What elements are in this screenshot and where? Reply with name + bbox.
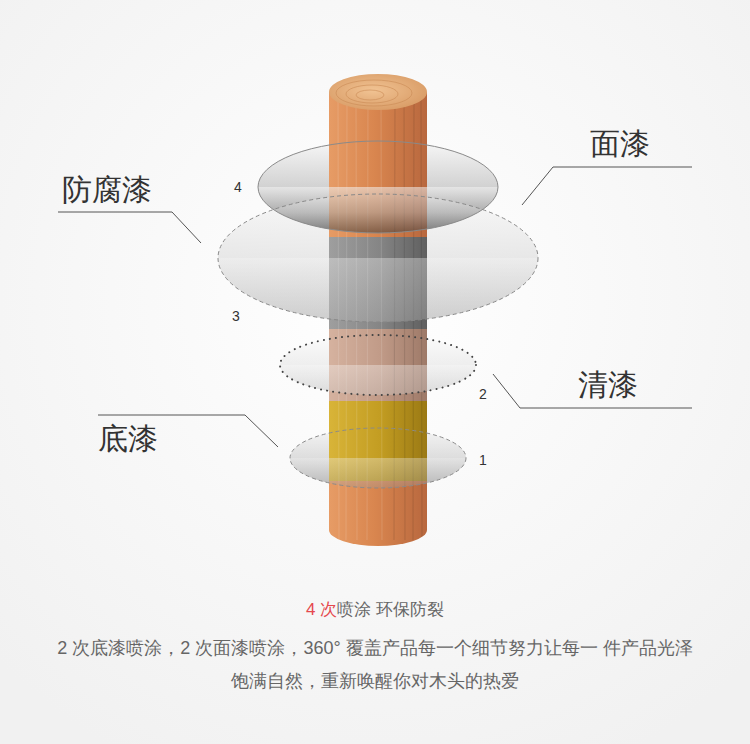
layer-name: 清漆	[578, 367, 638, 403]
caption: 2 次底漆喷涂，2 次面漆喷涂，360° 覆盖产品每一个细节努力让每一 件产品光…	[50, 632, 700, 698]
callout-number: 4	[234, 179, 242, 196]
wood-rings	[336, 80, 412, 106]
layer-disc-front	[258, 187, 498, 233]
callout-number: 3	[232, 308, 240, 325]
layer-name: 防腐漆	[62, 172, 152, 208]
layer-outline	[290, 428, 466, 488]
layer-disc-front	[280, 365, 476, 395]
layer-outline	[258, 141, 498, 233]
headline-text: 喷涂 环保防裂	[337, 598, 444, 622]
leader-lines	[58, 167, 692, 447]
headline: 4 次喷涂 环保防裂	[0, 598, 750, 622]
layer-disc-front	[218, 258, 538, 322]
layer-name: 面漆	[590, 126, 650, 162]
highlight-count: 4 次	[306, 598, 337, 622]
layer-disc-front	[290, 458, 466, 488]
layer-name: 底漆	[98, 421, 158, 457]
wood-end-grain	[329, 74, 427, 110]
callout-number: 1	[479, 452, 487, 469]
layer-outline	[218, 194, 538, 322]
layer-outline	[280, 335, 476, 395]
callout-number: 2	[479, 386, 487, 403]
